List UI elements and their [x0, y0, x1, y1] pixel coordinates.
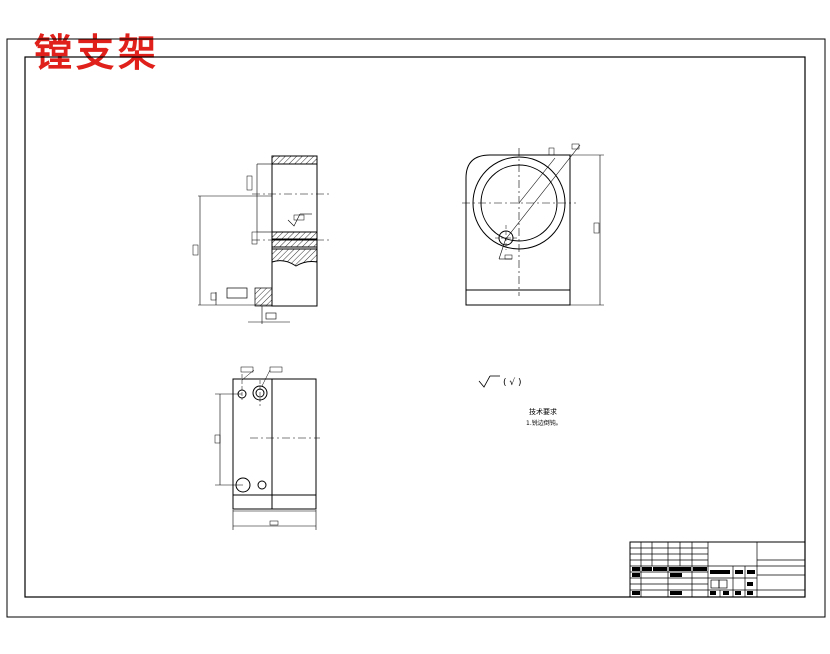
- drawing-title: 镗支架: [34, 30, 161, 75]
- front-view: [192, 155, 330, 324]
- roughness-paren: ( √ ): [503, 377, 521, 388]
- inner-border: [24, 56, 806, 598]
- outer-border: [6, 38, 826, 618]
- top-view: [214, 366, 320, 530]
- roughness-note: [478, 375, 500, 388]
- tech-req-title: 技术要求: [529, 407, 557, 416]
- title-block: [629, 541, 806, 598]
- side-view: [462, 143, 604, 306]
- tech-req-item: 1.锐边倒钝。: [526, 419, 562, 427]
